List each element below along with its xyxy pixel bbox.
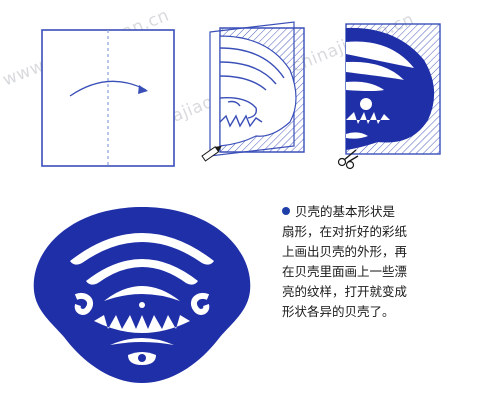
- shell-outline-sketch: [219, 47, 285, 128]
- caption-line: 在贝壳里面画上一些漂: [282, 264, 408, 279]
- caption-line: 形状各异的贝壳了。: [282, 304, 395, 319]
- instruction-text: 贝壳的基本形状是 扇形，在对折好的彩纸 上画出贝壳的外形，再 在贝壳里面画上一些…: [282, 202, 458, 322]
- step-fold-paper: [18, 24, 188, 174]
- caption-line: 上画出贝壳的外形，再: [282, 244, 408, 259]
- fold-arrow-icon: [69, 80, 148, 97]
- caption-line: 亮的纹样，打开就变成: [282, 284, 408, 299]
- finished-shell: [30, 205, 255, 385]
- caption-line: 扇形，在对折好的彩纸: [282, 224, 408, 239]
- bullet-icon: [282, 207, 290, 215]
- step-draw-outline: [198, 18, 326, 174]
- caption-line: 贝壳的基本形状是: [282, 202, 458, 222]
- shell-pattern: [70, 233, 214, 365]
- step-cut-out: [334, 16, 462, 176]
- pencil-icon: [201, 145, 222, 162]
- scissors-icon: [337, 149, 359, 170]
